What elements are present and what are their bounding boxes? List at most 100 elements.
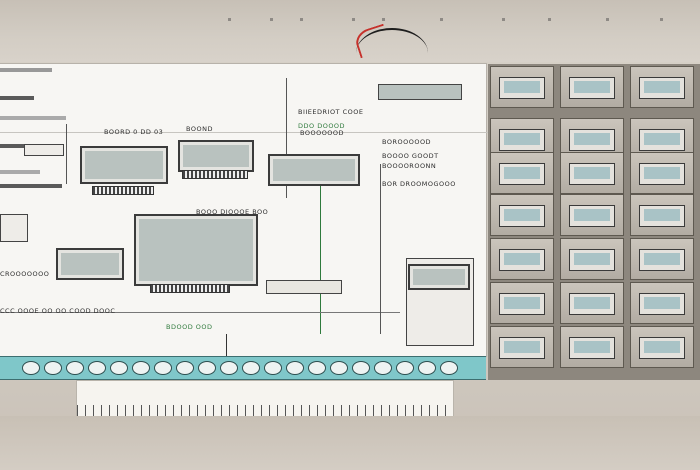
device-tile[interactable] [560,238,624,280]
diagram-label: CCC OOOE OO OO COOD DOOC [0,307,116,315]
ruler [76,380,454,418]
diagram-label: BIIEEDRIOT COOE [298,108,364,116]
monitor-icon [134,214,258,286]
tick-mark [502,18,505,21]
tick-mark [548,18,551,21]
monitor-icon [569,77,615,99]
monitor-icon [178,140,254,172]
bead-ornament [308,361,326,375]
monitor-icon [639,77,685,99]
device-tile[interactable] [560,326,624,368]
connector [226,334,227,368]
diagram-label: BOR DROOMOGOOO [382,180,456,188]
device-tile[interactable] [560,194,624,236]
device-tile[interactable] [630,152,694,194]
diagram-sheet: BOORD 0 DD 03 BOOND BIIEEDRIOT COOE DDO … [0,64,490,368]
bead-ornament [330,361,348,375]
bead-ornament [220,361,238,375]
diagram-label: BOROOOOOD [382,138,432,146]
monitor-icon [639,129,685,151]
diagram-label: BOOND [186,125,213,133]
diagram-label: BOOOOOOD [300,129,345,137]
server-icon [378,84,462,100]
bead-ornament [154,361,172,375]
top-strip [0,0,700,62]
bead-ornament [352,361,370,375]
device-tile[interactable] [630,326,694,368]
bar [0,68,52,72]
decorative-band [0,356,486,380]
diagram-label: CROOOOOOO [0,270,50,278]
monitor-icon [569,129,615,151]
monitor-icon [569,249,615,271]
device-tile[interactable] [630,194,694,236]
bead-ornament [198,361,216,375]
monitor-icon [569,205,615,227]
device-tile[interactable] [490,152,554,194]
device-tile[interactable] [490,282,554,324]
device-tile[interactable] [560,66,624,108]
connector [320,184,321,334]
tick-mark [270,18,273,21]
monitor-icon [56,248,124,280]
bead-ornament [440,361,458,375]
connector [0,312,400,313]
monitor-icon [499,205,545,227]
monitor-icon [639,205,685,227]
monitor-icon [639,249,685,271]
monitor-icon [499,293,545,315]
monitor-icon [499,129,545,151]
diagram-label: BDOOD OOD [166,323,213,331]
monitor-icon [569,293,615,315]
monitor-icon [268,154,360,186]
device-tile[interactable] [560,118,624,160]
device-icon [24,144,64,156]
device-tile[interactable] [630,238,694,280]
semicircle-gauge-icon [356,28,428,78]
monitor-icon [639,293,685,315]
monitor-icon [408,264,470,290]
rack-unit-icon [266,280,342,294]
monitor-icon [499,249,545,271]
device-tile[interactable] [490,326,554,368]
bead-ornament [88,361,106,375]
keyboard-icon [92,186,154,195]
device-tile[interactable] [560,282,624,324]
keyboard-icon [150,284,230,293]
device-tile[interactable] [490,238,554,280]
keyboard-icon [182,170,248,179]
bead-ornament [22,361,40,375]
connector [380,164,381,334]
bead-ornament [66,361,84,375]
device-icon [0,214,28,242]
device-tile[interactable] [560,152,624,194]
bead-ornament [242,361,260,375]
device-tile[interactable] [630,282,694,324]
device-tile[interactable] [490,66,554,108]
tick-mark [440,18,443,21]
tick-mark [606,18,609,21]
monitor-icon [499,337,545,359]
device-grid-panel [488,64,700,380]
floor-background [0,416,700,470]
diagram-label: DDO DOOOD [298,122,346,130]
bar [0,184,62,188]
monitor-icon [639,337,685,359]
diagram-label: BOOOOROONN [382,162,437,170]
monitor-icon [569,163,615,185]
divider [0,132,490,133]
bar [0,170,40,174]
tick-mark [300,18,303,21]
diagram-label: BOOO DIOOOE BOO [196,208,269,216]
tick-mark [382,18,385,21]
connector [286,78,287,198]
bead-ornament [396,361,414,375]
bead-ornament [132,361,150,375]
device-tile[interactable] [490,194,554,236]
device-tile[interactable] [630,66,694,108]
connector [66,124,67,184]
monitor-icon [569,337,615,359]
bead-ornament [176,361,194,375]
diagram-label: BOOOO GOODT [382,152,439,160]
monitor-icon [499,163,545,185]
